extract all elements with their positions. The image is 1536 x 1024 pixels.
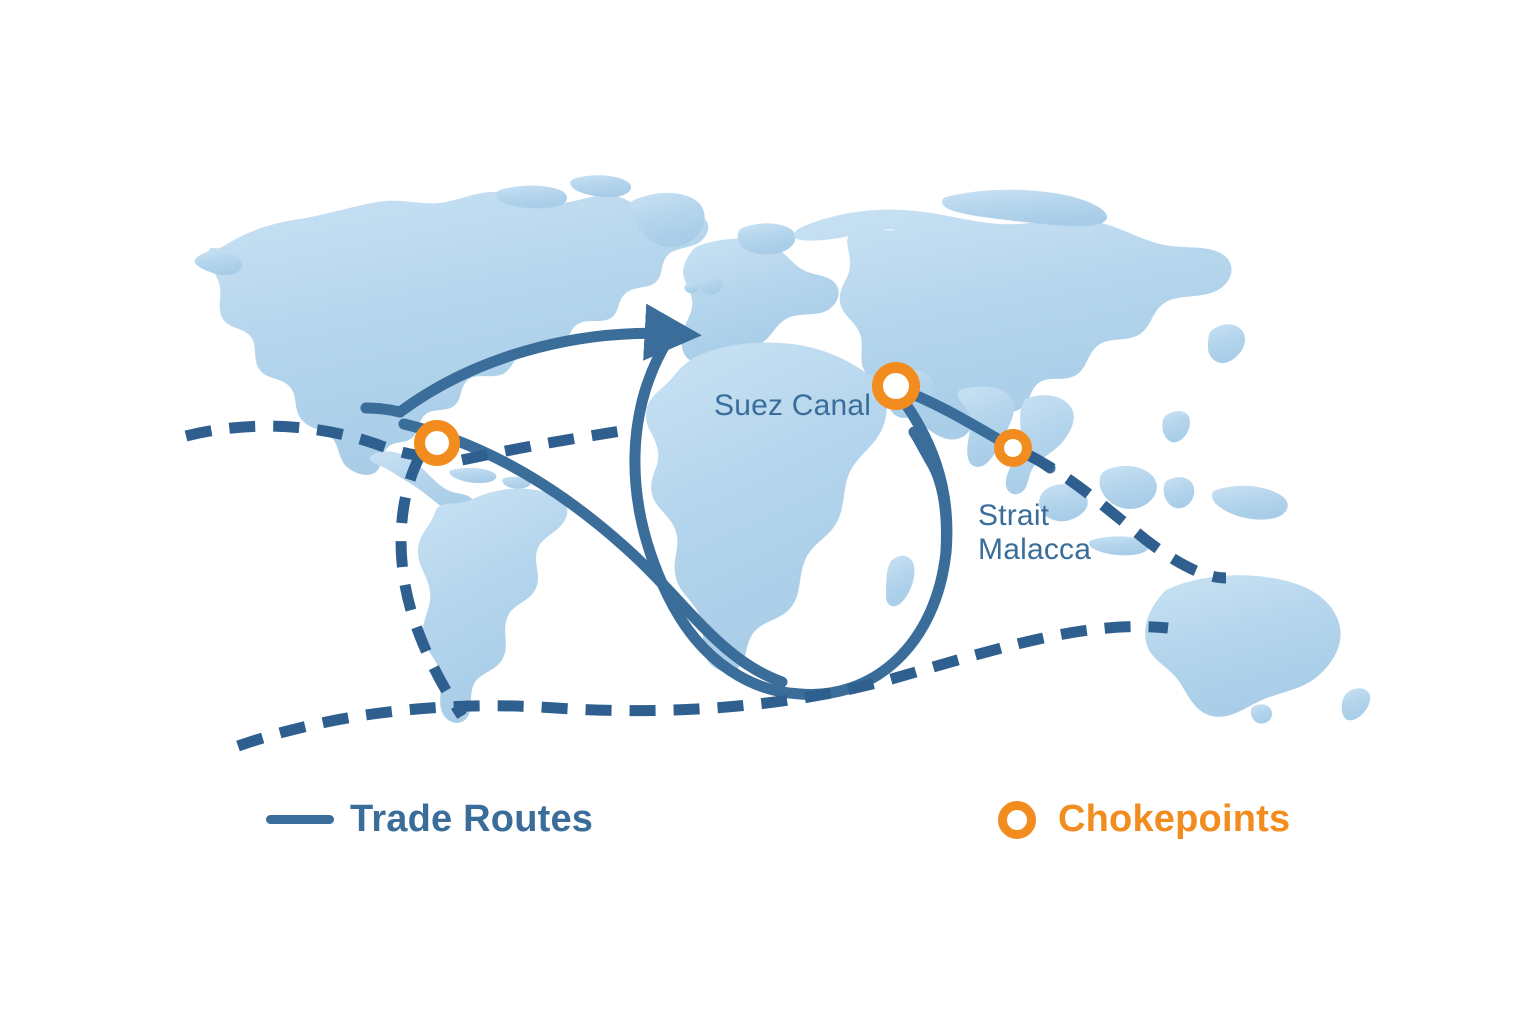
- land-new-guinea: [1211, 485, 1288, 520]
- map-label-suez-canal: Suez Canal: [714, 389, 872, 422]
- land-greenland: [630, 192, 705, 248]
- land-borneo: [1099, 465, 1157, 510]
- legend-item-trade-routes: Trade Routes: [266, 798, 593, 841]
- route-hub-west-stub: [360, 402, 406, 418]
- land-europe: [681, 238, 839, 363]
- route-dashed-pacific-west: [184, 420, 431, 462]
- chokepoint-marker-strait-malacca[interactable]: [994, 429, 1032, 467]
- map-label-strait-line1: Strait: [978, 499, 1050, 532]
- route-caribbean-europe: [394, 303, 702, 418]
- route-dashed-southern-ocean: [236, 621, 1169, 752]
- route-arabian-branch: [908, 426, 952, 558]
- land-south-america: [417, 488, 568, 723]
- land-british-isles: [697, 275, 723, 295]
- land-arctic-islands: [495, 185, 568, 209]
- legend-label-chokepoints: Chokepoints: [1058, 798, 1291, 840]
- land-new-zealand: [1341, 688, 1371, 721]
- land-caribbean-2: [502, 476, 531, 489]
- legend-label-trade-routes: Trade Routes: [350, 798, 594, 840]
- land-africa: [645, 342, 887, 672]
- legend-item-chokepoints: Chokepoints: [998, 798, 1290, 841]
- land-north-america: [207, 191, 709, 475]
- land-scandinavia: [737, 223, 796, 255]
- land-philippines: [1162, 411, 1190, 443]
- map-label-strait-line2: Malacca: [978, 532, 1092, 566]
- trade-routes-dashed: [184, 420, 1227, 752]
- land-java: [1088, 536, 1150, 556]
- landmasses: [194, 175, 1371, 724]
- map-label-strait-malacca: Strait Malacca: [978, 499, 1091, 566]
- land-tasmania: [1250, 704, 1272, 724]
- land-arctic-island-2: [570, 175, 632, 198]
- chokepoint-marker-panama[interactable]: [414, 420, 460, 466]
- chokepoint-ring-icon: [998, 800, 1036, 839]
- route-dashed-hub-east: [460, 424, 628, 466]
- land-caribbean: [449, 467, 497, 484]
- land-sumatra: [1039, 484, 1088, 522]
- route-dashed-malacca-pacific: [1027, 451, 1227, 584]
- route-europe-westafrica-cape: [629, 334, 806, 700]
- land-alaska: [194, 250, 243, 276]
- land-ireland: [684, 282, 700, 294]
- land-madagascar: [886, 555, 915, 607]
- land-australia: [1145, 575, 1341, 717]
- chokepoint-marker-suez-canal[interactable]: [872, 362, 920, 410]
- land-siberia-north: [941, 189, 1108, 227]
- route-caribbean-cape: [398, 418, 788, 688]
- land-southeast-asia: [1005, 395, 1074, 495]
- land-sulawesi: [1163, 477, 1195, 509]
- land-central-america: [369, 451, 475, 515]
- trade-route-line-icon: [266, 815, 334, 824]
- land-japan: [1208, 324, 1245, 364]
